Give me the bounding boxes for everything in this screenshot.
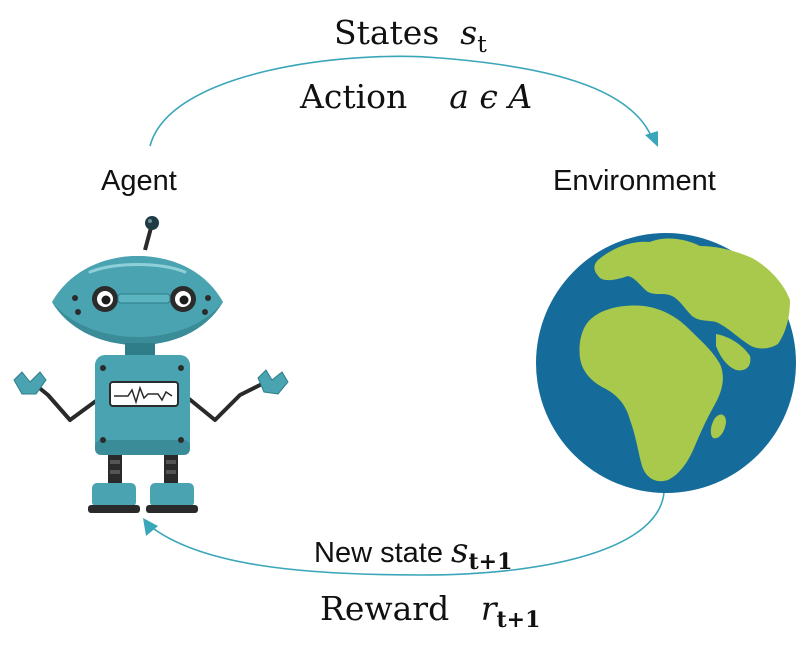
bottom-arrow-curve [149, 491, 665, 576]
states-word: States [334, 13, 440, 52]
new-state-word: New state [314, 537, 443, 569]
top-arrow-curve [149, 55, 653, 147]
agent-label: Agent [101, 165, 177, 197]
environment-label: Environment [553, 165, 716, 197]
states-sub: t [477, 29, 487, 58]
new-state-sub: t+1 [468, 549, 513, 576]
action-word: Action [300, 77, 408, 116]
reward-label: Reward rt+1 [320, 589, 540, 631]
action-expr: a ϵ A [449, 77, 533, 116]
reward-sub: t+1 [496, 607, 541, 634]
new-state-label: New state st+1 [314, 531, 512, 573]
reward-var: r [480, 589, 497, 628]
action-label: Action a ϵ A [300, 80, 532, 113]
bottom-arrowhead [143, 518, 158, 536]
states-var: s [460, 13, 478, 52]
states-label: States st [334, 13, 487, 55]
new-state-var: s [451, 531, 469, 571]
top-arrowhead [645, 131, 658, 147]
reward-word: Reward [320, 589, 450, 628]
